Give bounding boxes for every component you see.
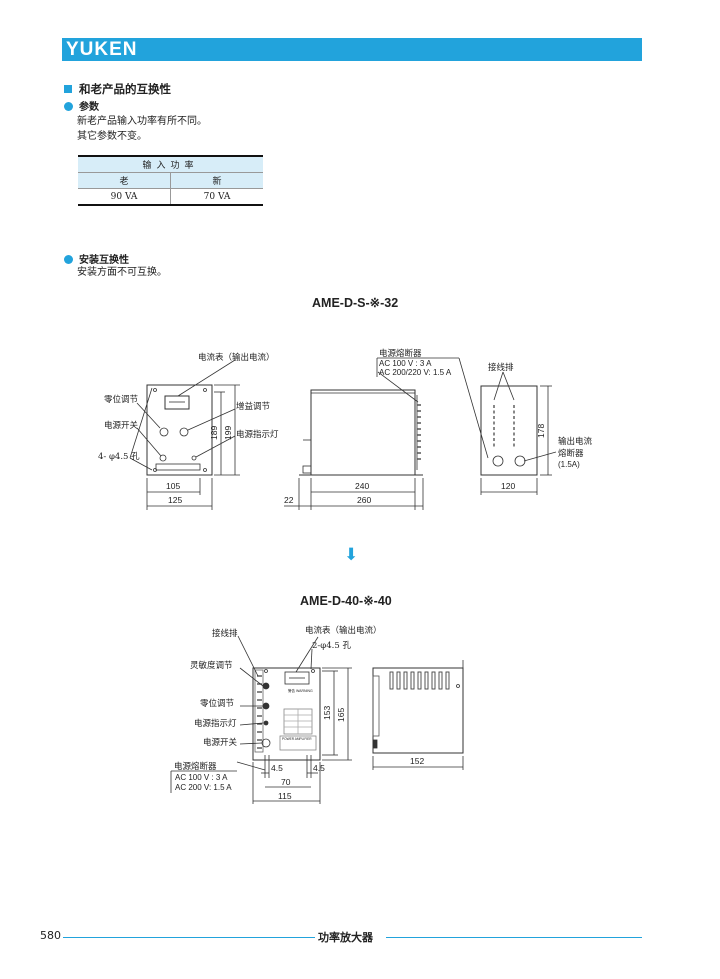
- fig1-dim-178: 178: [536, 424, 546, 438]
- table-title: 输入功率: [78, 155, 263, 173]
- fig1-lamp-label: 电源指示灯: [236, 429, 279, 440]
- fig2-terminal-label: 接线排: [212, 628, 238, 639]
- fig1-dim-189: 189: [209, 426, 219, 440]
- fig1-out-current-label: 输出电流: [558, 436, 593, 447]
- fig1-dim-199: 199: [223, 426, 233, 440]
- fig1-dim-120: 120: [501, 481, 515, 491]
- dot-bullet-icon: [64, 102, 73, 111]
- footer-rule-left: [63, 937, 315, 938]
- fig1-gain-label: 增益调节: [236, 401, 271, 412]
- fig1-holes-label: 4- φ4.5 孔: [98, 452, 140, 462]
- fig2-zero-label: 零位调节: [200, 698, 235, 709]
- fig2-panel-name: POWER AMPLIFIER: [282, 737, 312, 741]
- fig1-dim-22: 22: [284, 495, 294, 505]
- fig1-fuse-ac200: AC 200/220 V: 1.5 A: [379, 368, 452, 377]
- down-arrow-icon: ⬇: [344, 545, 358, 564]
- fig2-sensitivity-label: 灵敏度调节: [190, 660, 233, 671]
- col-old: 老: [78, 172, 171, 189]
- square-bullet-icon: [64, 85, 72, 93]
- cell-old: 90 VA: [78, 188, 171, 206]
- mounting-text: 安装方面不可互换。: [77, 267, 167, 278]
- params-line-2: 其它参数不变。: [77, 131, 147, 142]
- fig1-ammeter-label: 电流表（输出电流）: [198, 352, 275, 363]
- params-heading: 参数: [64, 98, 99, 113]
- fig2-front-view: [236, 635, 352, 804]
- fig2-side-view: [372, 660, 464, 770]
- dot-bullet-icon: [64, 255, 73, 264]
- fig2-dim-70: 70: [281, 777, 291, 787]
- fig2-dim-152: 152: [410, 756, 424, 766]
- page-number: 580: [40, 929, 61, 942]
- fig1-zero-label: 零位调节: [104, 394, 139, 405]
- fig2-fuse-ac200: AC 200 V: 1.5 A: [175, 783, 232, 792]
- fig2-dim-115: 115: [278, 791, 292, 801]
- fig1-dim-105: 105: [166, 481, 180, 491]
- fig2-dim-4-5a: 4.5: [271, 763, 283, 773]
- fig1-title: AME-D-S-※-32: [312, 296, 399, 310]
- fig1-side-view: [284, 371, 424, 510]
- mounting-heading: 安装互换性: [64, 251, 129, 266]
- fig2-switch-label: 电源开关: [203, 737, 238, 748]
- fig1-rear-view: [458, 357, 557, 495]
- fig2-dim-153: 153: [322, 706, 332, 720]
- fig2-ammeter-label: 电流表（输出电流）: [305, 625, 382, 636]
- header-bar: [62, 38, 642, 61]
- fig2-holes-label: 2-φ4.5 孔: [312, 641, 351, 651]
- fig1-dim-260: 260: [357, 495, 371, 505]
- fig2-dim-4-5b: 4.5: [313, 763, 325, 773]
- fig2-fuse-ac100: AC 100 V : 3 A: [175, 773, 228, 782]
- section-title: 和老产品的互换性: [64, 81, 171, 97]
- params-text: 新老产品输入功率有所不同。 其它参数不变。: [77, 114, 207, 144]
- fig2-warning-plate: 警告 WARNING: [288, 688, 313, 693]
- fig1-front-view: [129, 359, 240, 510]
- yuken-logo: YUKEN: [66, 39, 138, 60]
- fig2-title: AME-D-40-※-40: [300, 594, 392, 608]
- fig2-dim-165: 165: [336, 708, 346, 722]
- fig1-dim-125: 125: [168, 495, 182, 505]
- fig1-fuse-label: 电源熔断器: [379, 348, 422, 359]
- fig1-out-fuse-value: (1.5A): [558, 460, 580, 469]
- fig1-out-fuse-label: 熔断器: [558, 448, 584, 459]
- fig1-terminal-label: 接线排: [488, 362, 514, 373]
- fig2-fuse-label: 电源熔断器: [174, 761, 217, 772]
- footer-title: 功率放大器: [318, 931, 373, 944]
- fig1-switch-label: 电源开关: [104, 420, 139, 431]
- fig1-dim-240: 240: [355, 481, 369, 491]
- cell-new: 70 VA: [170, 188, 263, 206]
- fig1-fuse-ac100: AC 100 V : 3 A: [379, 359, 432, 368]
- fig2-lamp-label: 电源指示灯: [194, 718, 237, 729]
- params-line-1: 新老产品输入功率有所不同。: [77, 116, 207, 127]
- col-new: 新: [170, 172, 263, 189]
- footer-rule-right: [386, 937, 642, 938]
